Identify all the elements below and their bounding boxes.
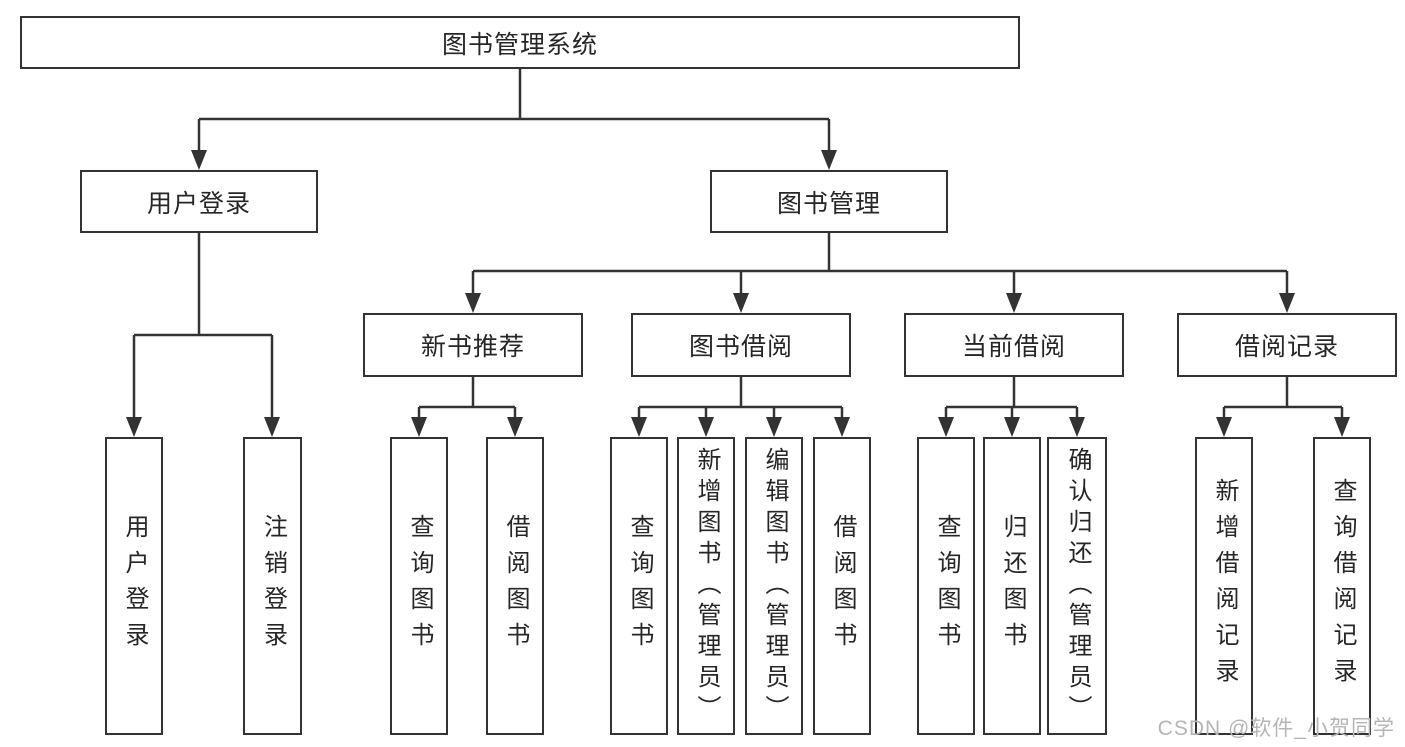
node-label: 图书借阅 xyxy=(688,333,793,361)
leaf-add-borrow-record: 新增借阅记录 xyxy=(1195,437,1253,735)
node-label: 借阅图书 xyxy=(829,514,856,658)
node-label: 当前借阅 xyxy=(961,333,1066,361)
node-label: 查询图书 xyxy=(933,514,960,658)
node-label: 图书管理 xyxy=(776,189,881,218)
node-label: 编辑图书（管理员） xyxy=(761,446,788,726)
node-label: 确认归还（管理员） xyxy=(1064,446,1091,726)
node-user-login: 用户登录 xyxy=(80,170,318,233)
node-label: 新增借阅记录 xyxy=(1211,478,1238,694)
leaf-query-books-current: 查询图书 xyxy=(917,437,975,735)
node-new-book-recommendation: 新书推荐 xyxy=(363,313,583,377)
node-root-system: 图书管理系统 xyxy=(20,16,1020,69)
node-label: 用户登录 xyxy=(121,514,148,658)
leaf-return-book: 归还图书 xyxy=(983,437,1041,735)
node-borrowing-records: 借阅记录 xyxy=(1177,313,1397,377)
leaf-query-books-borrow: 查询图书 xyxy=(610,437,668,735)
leaf-user-login: 用户登录 xyxy=(105,437,163,735)
node-label: 用户登录 xyxy=(146,189,251,218)
leaf-logout: 注销登录 xyxy=(243,437,302,735)
node-current-borrowing: 当前借阅 xyxy=(904,313,1124,377)
leaf-add-book-admin: 新增图书（管理员） xyxy=(677,437,735,735)
node-label: 借阅记录 xyxy=(1234,333,1339,361)
leaf-query-borrow-record: 查询借阅记录 xyxy=(1313,437,1371,735)
node-label: 查询图书 xyxy=(626,514,653,658)
node-label: 注销登录 xyxy=(259,514,287,658)
leaf-edit-book-admin: 编辑图书（管理员） xyxy=(745,437,803,735)
node-label: 新增图书（管理员） xyxy=(693,446,720,726)
leaf-borrow-books-recommend: 借阅图书 xyxy=(486,437,544,735)
node-label: 查询借阅记录 xyxy=(1329,478,1356,694)
node-label: 借阅图书 xyxy=(502,514,529,658)
leaf-confirm-return-admin: 确认归还（管理员） xyxy=(1047,437,1107,735)
node-label: 查询图书 xyxy=(406,514,433,658)
csdn-watermark: CSDN @软件_小贺同学 xyxy=(1157,717,1395,740)
node-label: 图书管理系统 xyxy=(441,30,598,59)
node-book-management: 图书管理 xyxy=(710,170,948,233)
node-book-borrowing: 图书借阅 xyxy=(631,313,851,377)
node-label: 新书推荐 xyxy=(420,333,525,361)
leaf-query-books-recommend: 查询图书 xyxy=(390,437,448,735)
node-label: 归还图书 xyxy=(999,514,1026,658)
leaf-borrow-books: 借阅图书 xyxy=(813,437,871,735)
